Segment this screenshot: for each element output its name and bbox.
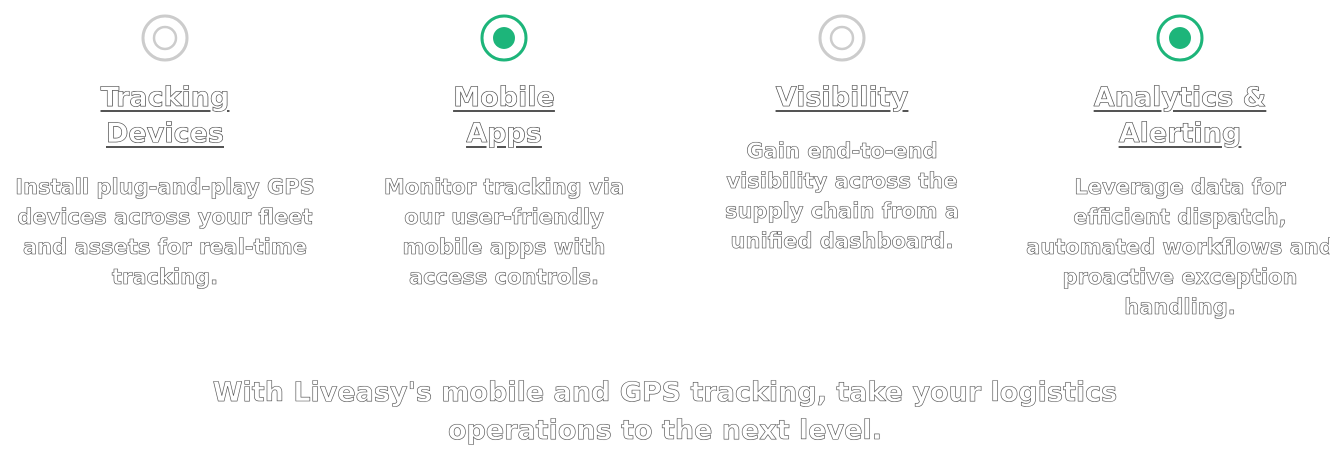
step-title: Mobile Apps [453,82,555,150]
footer-tagline: With Liveasy's mobile and GPS tracking, … [0,374,1330,450]
footer-line-2: operations to the next level. [447,415,883,447]
hollow-ring-icon [141,14,189,62]
step-title: Tracking Devices [100,82,230,150]
step-title: Analytics & Alerting [1093,82,1267,150]
step-mobile-apps: Mobile Apps Monitor tracking via our use… [339,80,669,292]
step-tracking-devices: Tracking Devices Install plug-and-play G… [0,80,330,292]
footer-line-1: With Liveasy's mobile and GPS tracking, … [212,377,1118,409]
hollow-ring-icon [818,14,866,62]
step-title: Visibility [775,82,909,114]
step-description: Install plug-and-play GPS devices across… [15,175,315,290]
timeline [141,14,1204,62]
step-description: Gain end-to-end visibility across the su… [724,139,960,254]
step-description: Monitor tracking via our user-friendly m… [383,175,625,290]
step-analytics-alerting: Analytics & Alerting Leverage data for e… [1015,80,1330,322]
step-description: Leverage data for efficient dispatch, au… [1026,175,1330,320]
filled-dot-icon [480,14,528,62]
filled-dot-icon [1156,14,1204,62]
step-visibility: Visibility Gain end-to-end visibility ac… [677,80,1007,256]
